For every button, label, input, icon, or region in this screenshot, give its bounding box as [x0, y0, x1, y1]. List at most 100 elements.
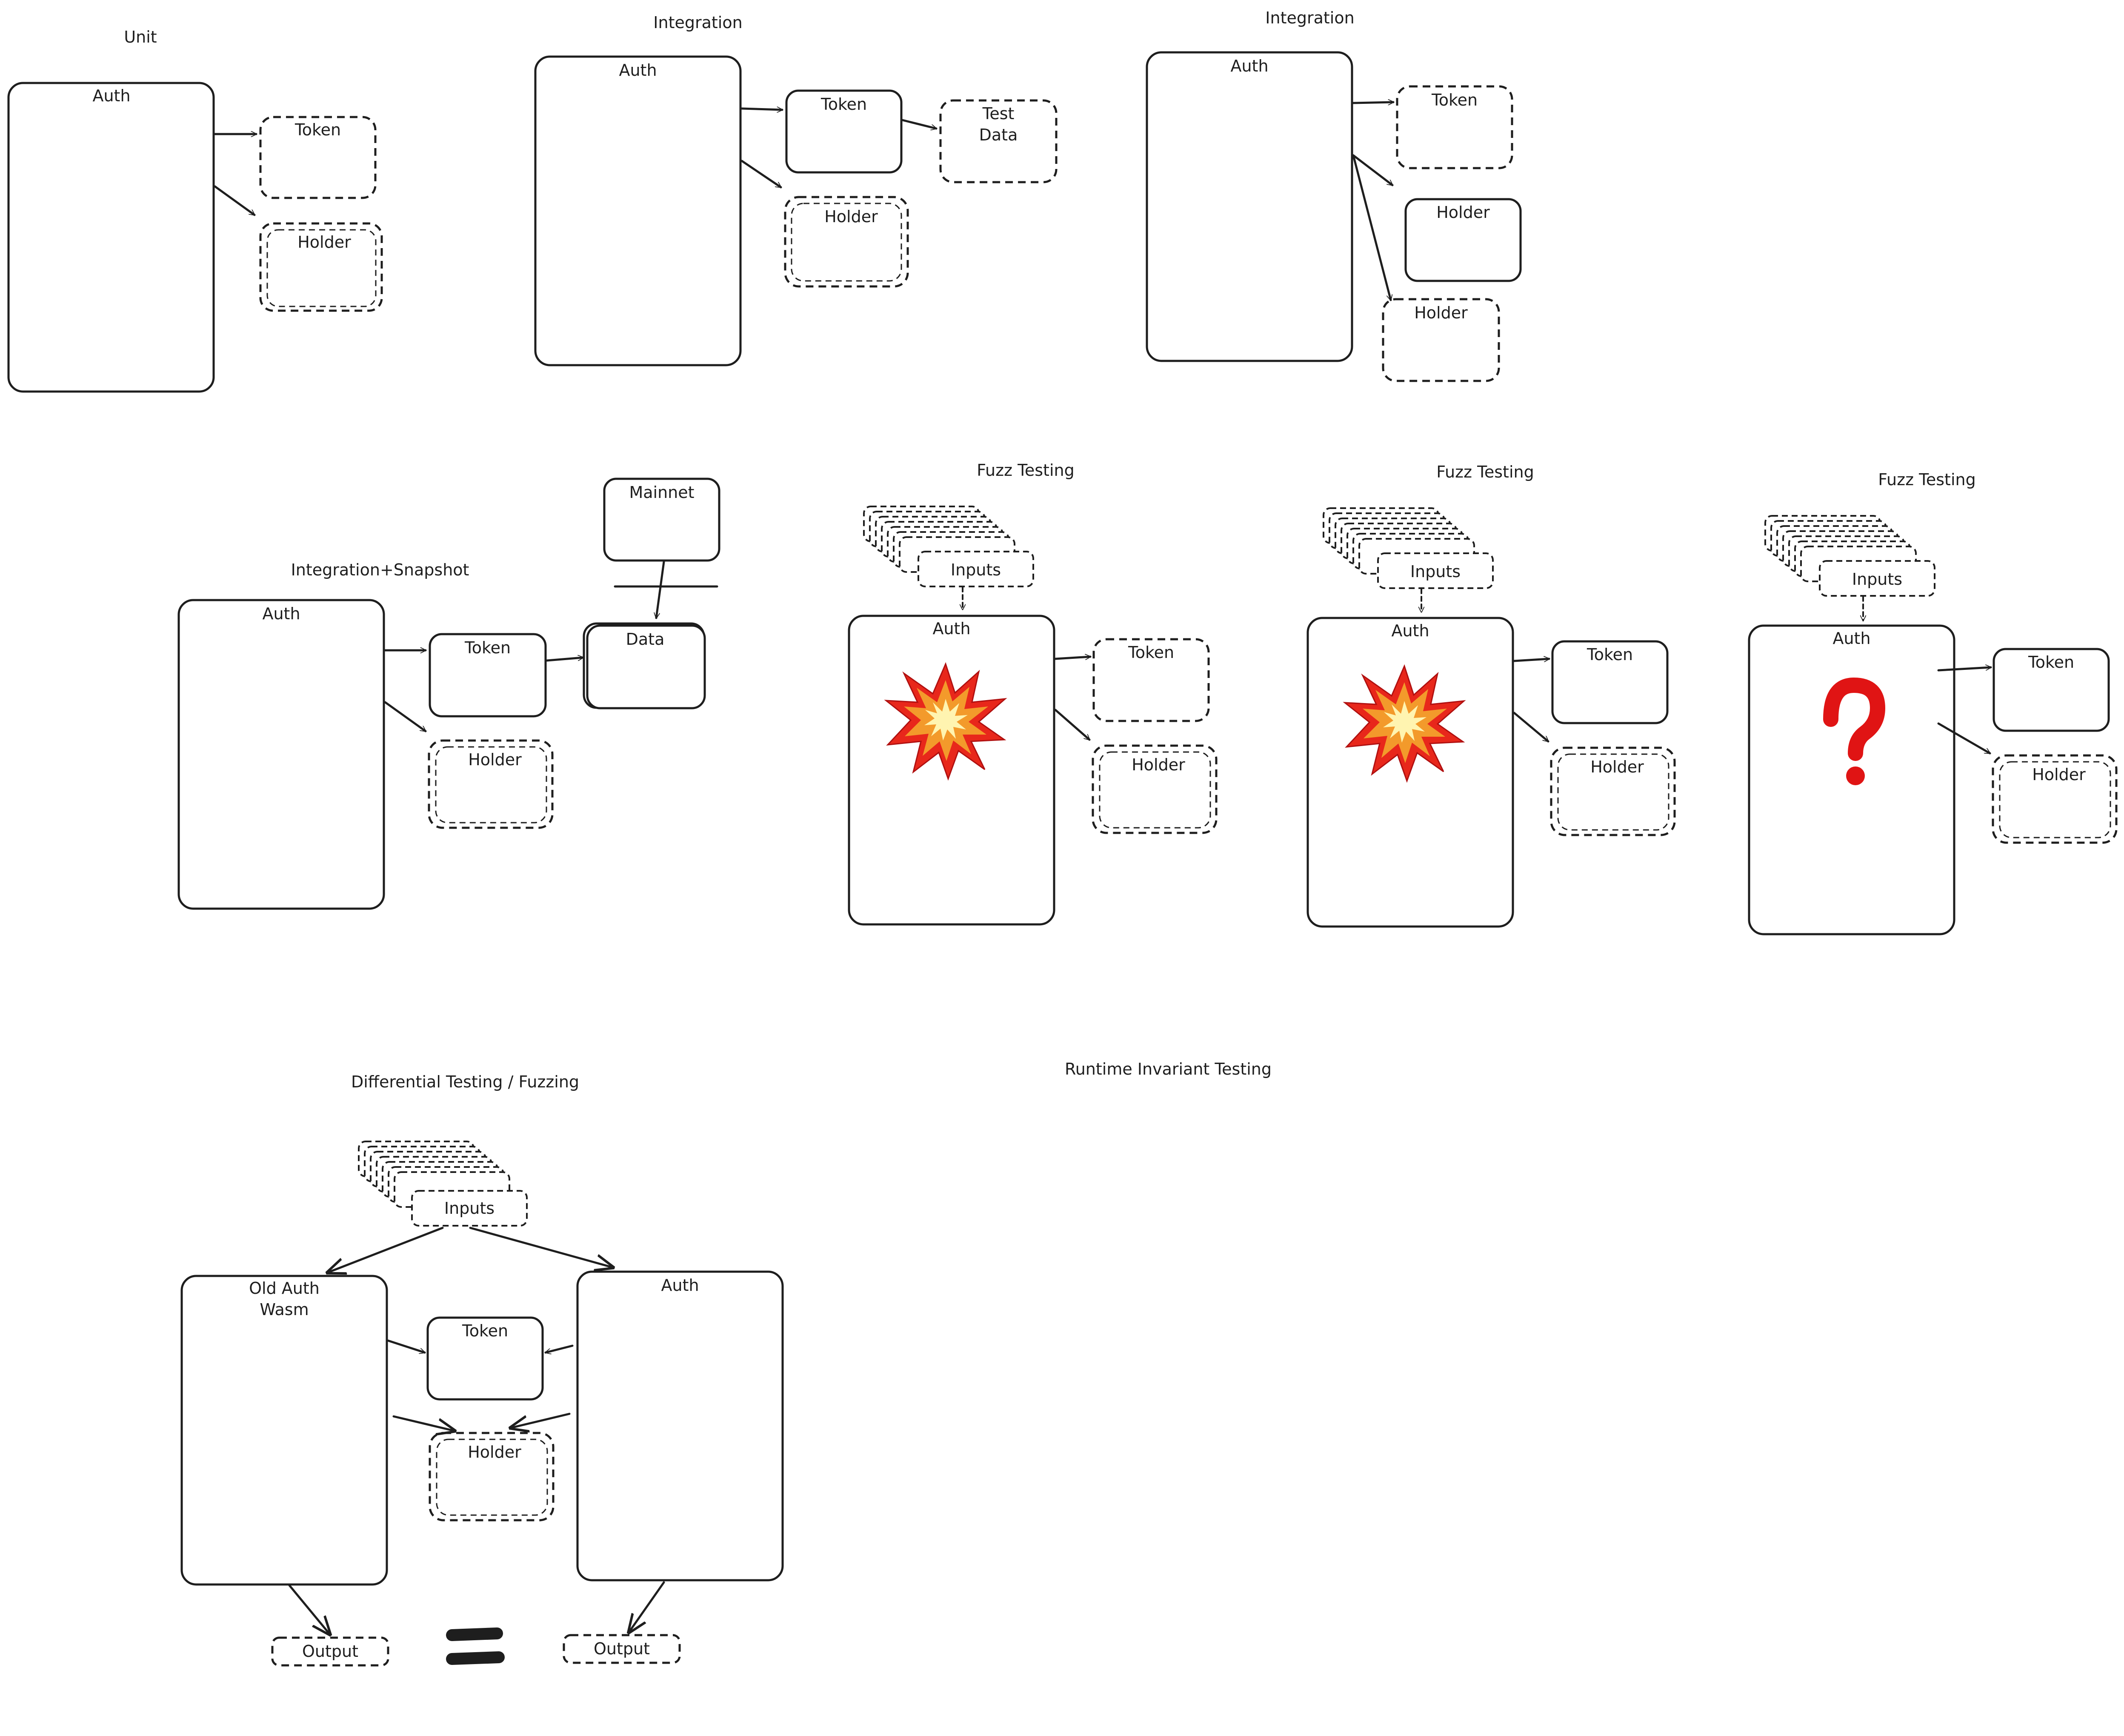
arrow-auth-token: [1352, 102, 1395, 103]
holder-box-inner: [435, 746, 547, 824]
inputs-front-card: [1377, 552, 1494, 589]
arrow-auth-holder: [214, 185, 254, 216]
arrow-token-testdata: [901, 119, 936, 129]
arrow-auth-holder-solid: [1352, 154, 1392, 186]
diagram-integration-2: Integration Auth Token Holder Holder: [1146, 9, 1522, 382]
arrow-auth-holder: [1513, 712, 1548, 743]
token-box: [1396, 85, 1513, 169]
diagram-title: Differential Testing / Fuzzing: [351, 1072, 579, 1091]
diagram-differential: Differential Testing / Fuzzing Inputs Ol…: [180, 1072, 784, 1667]
output-right-box: [563, 1634, 681, 1664]
inputs-front-card: [411, 1190, 528, 1227]
auth-label: Auth: [932, 619, 970, 638]
inputs-front-card: [1819, 560, 1935, 597]
arrow-oldauth-token: [387, 1339, 425, 1353]
holder-box: [784, 196, 909, 288]
diagram-integration-1: Integration Auth Token Test Data Holder: [534, 13, 1058, 366]
holder-label: Holder: [297, 233, 351, 252]
auth-box: [534, 55, 742, 366]
auth-box: [576, 1270, 784, 1582]
auth-box: [1146, 51, 1353, 362]
mainnet-label: Mainnet: [629, 483, 694, 502]
old-auth-label-line1: Old Auth: [249, 1279, 320, 1298]
arrow-inputs-oldauth: [328, 1227, 444, 1273]
arrow-oldauth-holder: [392, 1415, 455, 1431]
diagram-fuzz-3: Fuzz Testing Inputs Auth Token Holder: [1748, 470, 2118, 935]
holder-box: [259, 222, 383, 312]
holder-box-inner: [266, 229, 377, 307]
old-auth-label-line2: Wasm: [260, 1300, 309, 1319]
arrow-auth-token: [1054, 657, 1092, 659]
token-label: Token: [820, 95, 867, 114]
diagram-runtime-invariant: Runtime Invariant Testing: [1065, 1060, 1272, 1078]
question-mark-icon: [1823, 677, 1886, 785]
inputs-label: Inputs: [951, 561, 1001, 579]
mainnet-box: [603, 478, 720, 562]
holder-solid-box: [1404, 198, 1522, 282]
token-label: Token: [464, 638, 511, 657]
arrow-token-data: [546, 658, 584, 662]
inputs-stack: Inputs: [358, 1141, 528, 1227]
arrow-auth-holder: [1352, 154, 1391, 300]
auth-label: Auth: [619, 61, 657, 80]
arrow-auth-holder: [511, 1413, 571, 1428]
token-box: [1993, 648, 2110, 732]
token-label: Token: [1587, 645, 1633, 664]
arrow-oldauth-output: [288, 1584, 330, 1634]
arrow-auth-token: [1937, 667, 1992, 672]
auth-label: Auth: [262, 604, 300, 623]
diagram-unit: Unit Auth Token Holder: [7, 28, 383, 393]
holder-box-inner: [1099, 751, 1211, 829]
arrow-auth-holder: [1937, 722, 1990, 755]
inputs-stack: Inputs: [1323, 507, 1494, 589]
holder-box: [1092, 744, 1218, 834]
output-right-label: Output: [594, 1639, 650, 1658]
holder-box-inner: [436, 1439, 548, 1516]
token-box: [1551, 640, 1669, 724]
diagram-title: Fuzz Testing: [1436, 463, 1534, 481]
inputs-label: Inputs: [1852, 570, 1902, 589]
diagram-title: Unit: [124, 28, 157, 46]
inputs-front-card: [918, 551, 1034, 587]
holder-box-inner: [1999, 761, 2111, 838]
holder-box: [1992, 754, 2118, 844]
token-box: [426, 1316, 544, 1401]
holder-label: Holder: [468, 750, 522, 769]
old-auth-box: [180, 1275, 388, 1586]
holder-label: Holder: [2032, 765, 2086, 784]
inputs-stack: Inputs: [1764, 515, 1935, 597]
token-box: [1092, 638, 1210, 722]
diagram-title: Integration+Snapshot: [291, 561, 469, 579]
arrow-auth-holder: [384, 701, 426, 732]
test-data-label-line2: Data: [979, 126, 1018, 144]
inputs-label: Inputs: [444, 1199, 495, 1218]
diagram-integration-snapshot: Integration+Snapshot Auth Token Data Mai…: [177, 478, 720, 910]
diagram-title: Fuzz Testing: [977, 461, 1074, 480]
holder-solid-label: Holder: [1436, 203, 1490, 222]
holder-label: Holder: [1132, 755, 1185, 774]
holder-label: Holder: [824, 207, 878, 226]
holder-box: [429, 1432, 555, 1522]
arrow-mainnet-data: [656, 561, 665, 619]
inputs-stack: Inputs: [863, 506, 1034, 587]
holder-label: Holder: [1590, 758, 1644, 776]
output-left-label: Output: [302, 1642, 358, 1661]
test-data-label-line1: Test: [982, 104, 1015, 123]
diagram-title: Runtime Invariant Testing: [1065, 1060, 1272, 1078]
diagram-title: Integration: [1265, 9, 1354, 27]
token-label: Token: [462, 1321, 508, 1340]
token-box: [785, 89, 903, 174]
arrow-auth-token: [740, 109, 783, 110]
test-data-box: [939, 99, 1058, 183]
auth-label: Auth: [661, 1276, 699, 1295]
holder-box: [1550, 746, 1676, 836]
arrow-inputs-auth: [469, 1227, 613, 1267]
arrow-auth-output: [629, 1581, 665, 1632]
equals-sign-icon: [446, 1627, 505, 1665]
inputs-label: Inputs: [1410, 562, 1461, 581]
auth-label: Auth: [92, 86, 130, 105]
diagram-title: Fuzz Testing: [1878, 470, 1975, 489]
holder-box: [1382, 298, 1500, 382]
arrow-auth-token: [1513, 659, 1550, 661]
